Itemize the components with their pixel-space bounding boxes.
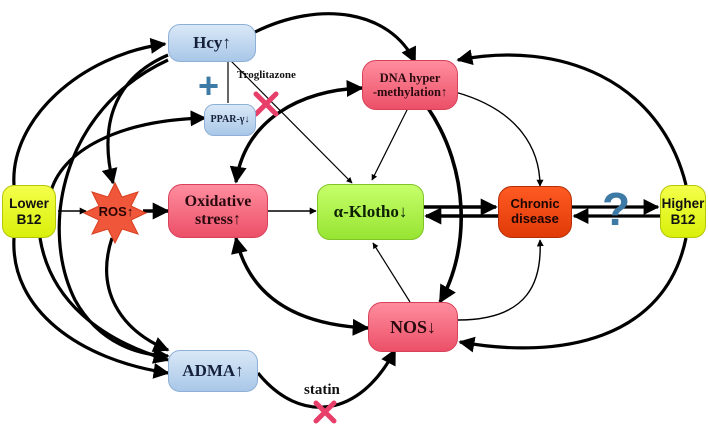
ros-star-shape — [82, 181, 148, 245]
node-ros: ROS↑ — [88, 198, 144, 226]
arrow-nos-klotho — [372, 242, 411, 303]
arrow-oxidative-nos — [231, 236, 370, 336]
node-ppar-label: PPAR-γ↓ — [210, 114, 250, 126]
arrow-higherb12-nos — [458, 237, 688, 353]
arrow-hcy-dna — [254, 12, 417, 64]
arrow-dna-klotho — [371, 107, 409, 181]
node-alpha-klotho: α-Klotho↓ — [317, 184, 424, 240]
node-dna-label-2: -methylation↑ — [372, 85, 448, 99]
node-higher-b12-label-1: Higher — [661, 195, 705, 211]
plus-icon: + — [198, 65, 220, 106]
node-higher-b12-label-2: B12 — [670, 211, 696, 227]
node-nos-label: NOS↓ — [389, 316, 436, 337]
node-adma: ADMA↑ — [168, 350, 258, 392]
arrow-hcy-adma — [57, 58, 170, 364]
arrow-higherb12-dna — [456, 49, 688, 186]
node-lower-b12-label-2: B12 — [16, 211, 42, 227]
node-chronic-disease: Chronic disease — [498, 186, 572, 238]
node-adma-label: ADMA↑ — [182, 361, 244, 381]
arrow-dna-oxidative — [229, 80, 364, 184]
node-hcy: Hcy↑ — [168, 24, 256, 62]
node-ros-label: ROS↑ — [98, 203, 134, 219]
node-lower-b12: Lower B12 — [2, 185, 56, 238]
arrow-ros-adma — [105, 237, 170, 352]
arrow-lowerb12-ppar — [48, 110, 207, 196]
node-chronic-label-2: disease — [511, 211, 559, 226]
statin-label: statin — [304, 382, 340, 398]
question-mark-icon: ? — [602, 183, 631, 235]
node-higher-b12: Higher B12 — [660, 185, 706, 238]
troglitazone-label: Troglitazone — [237, 69, 296, 81]
node-lower-b12-label-1: Lower — [9, 195, 49, 211]
node-nos: NOS↓ — [368, 302, 458, 352]
node-hcy-label: Hcy↑ — [193, 33, 231, 53]
arrow-dna-nos — [426, 106, 463, 304]
arrow-lowerb12-adma — [12, 237, 170, 379]
arrow-hcy-ros — [101, 53, 169, 185]
arrow-nos-chronic — [457, 239, 544, 321]
node-dna-hypermethylation: DNA hyper -methylation↑ — [362, 60, 458, 110]
node-oxidative-stress: Oxidative stress↑ — [168, 184, 268, 238]
arrow-lowerb12-hcy — [12, 37, 167, 186]
statin-inhibit-icon — [313, 400, 337, 424]
arrow-dna-chronic — [454, 91, 544, 187]
node-chronic-label-1: Chronic — [510, 196, 560, 212]
node-oxidative-label-2: stress↑ — [195, 211, 241, 228]
node-dna-label-1: DNA hyper — [379, 70, 441, 85]
node-oxidative-label-1: Oxidative — [184, 192, 252, 210]
troglitazone-inhibit-icon — [253, 91, 279, 117]
node-ppar-gamma: PPAR-γ↓ — [204, 104, 256, 136]
node-klotho-label: α-Klotho↓ — [333, 202, 408, 222]
